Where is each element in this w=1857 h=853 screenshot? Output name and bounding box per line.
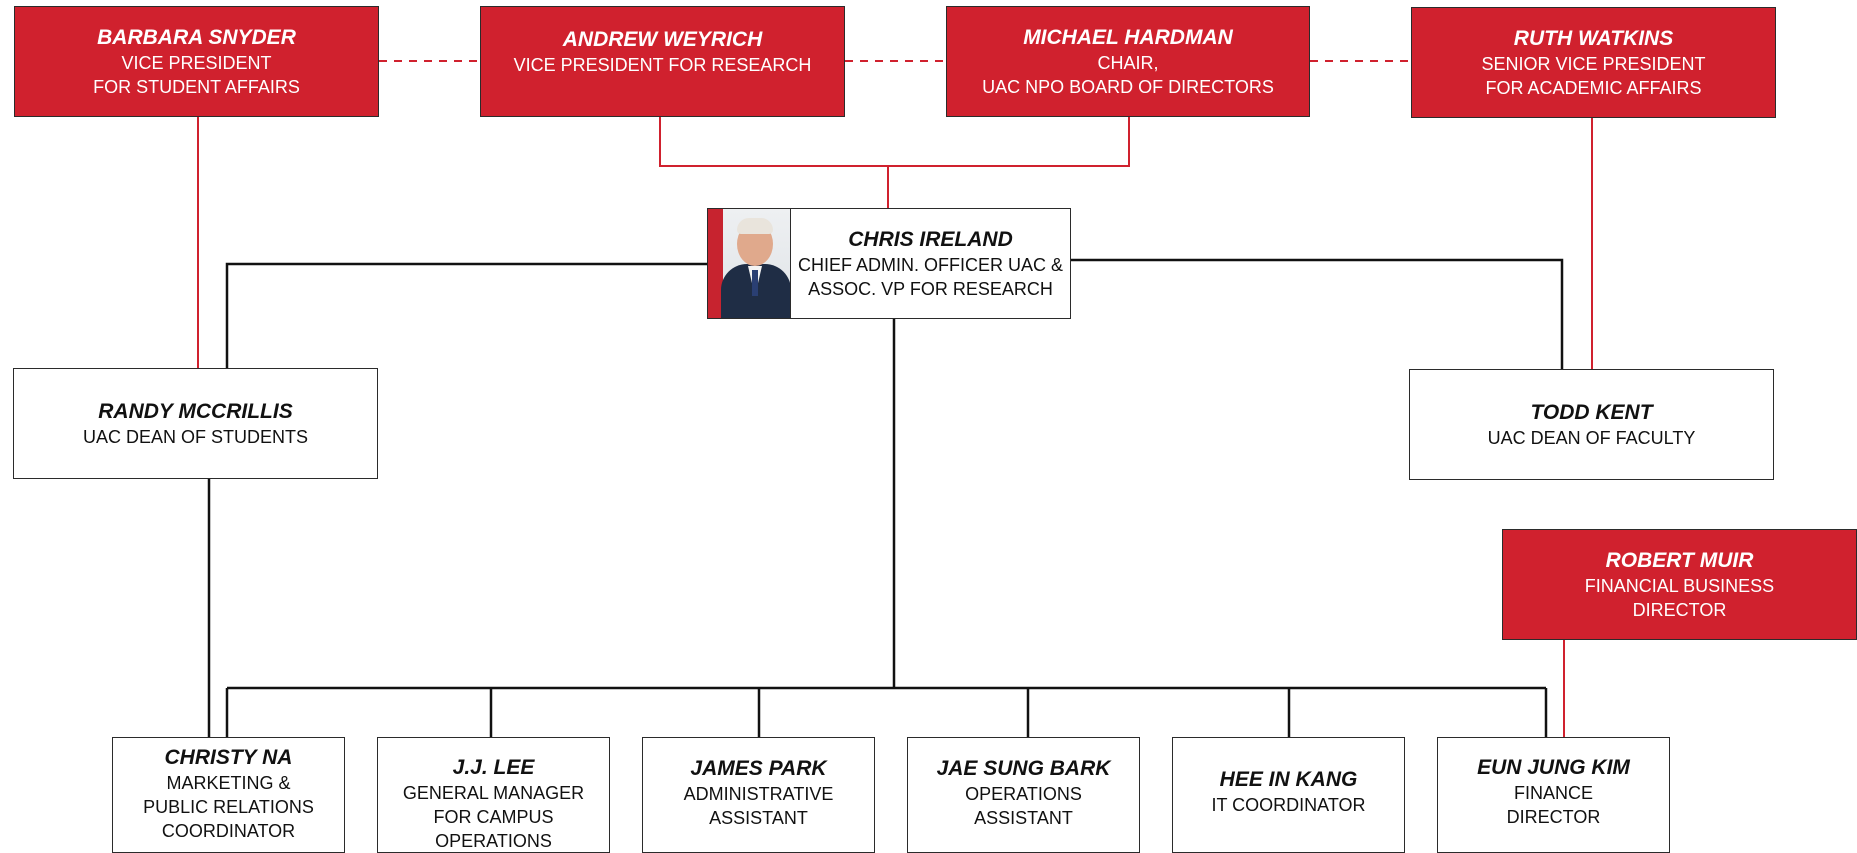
person-name: HEE IN KANG (1219, 768, 1358, 791)
node-todd-kent: TODD KENT UAC DEAN OF FACULTY (1409, 369, 1774, 480)
node-christy-na: CHRISTY NA MARKETING & PUBLIC RELATIONS … (112, 737, 345, 853)
chris-ireland-photo-frame (707, 208, 1071, 319)
person-role: MARKETING & PUBLIC RELATIONS COORDINATOR (143, 773, 314, 841)
person-role: FINANCIAL BUSINESS DIRECTOR (1584, 575, 1775, 620)
chris-ireland-photo (707, 208, 790, 319)
node-eun-jung-kim: EUN JUNG KIM FINANCE DIRECTOR (1437, 737, 1670, 853)
person-name: JAE SUNG BARK (936, 757, 1111, 780)
connector-ireland-to-mccrillis (225, 262, 707, 368)
node-andrew-weyrich: ANDREW WEYRICH VICE PRESIDENT FOR RESEAR… (480, 6, 845, 117)
connector-ireland-to-kent (1071, 258, 1564, 369)
person-name: RUTH WATKINS (1513, 26, 1674, 50)
person-name: EUN JUNG KIM (1477, 756, 1630, 779)
person-role: OPERATIONS ASSISTANT (965, 784, 1082, 828)
person-role: UAC DEAN OF FACULTY (1487, 427, 1696, 448)
person-name: RANDY MCCRILLIS (98, 399, 293, 423)
person-name: CHRISTY NA (164, 746, 293, 769)
node-jae-sung-bark: JAE SUNG BARK OPERATIONS ASSISTANT (907, 737, 1140, 853)
person-role: IT COORDINATOR (1211, 795, 1366, 815)
person-name: TODD KENT (1530, 400, 1653, 424)
node-robert-muir: ROBERT MUIR FINANCIAL BUSINESS DIRECTOR (1502, 529, 1857, 640)
person-role: VICE PRESIDENT FOR STUDENT AFFAIRS (93, 52, 300, 97)
person-role: VICE PRESIDENT FOR RESEARCH (513, 55, 812, 75)
person-role: CHAIR, UAC NPO BOARD OF DIRECTORS (982, 52, 1274, 97)
person-role: FINANCE DIRECTOR (1506, 783, 1601, 827)
person-name: MICHAEL HARDMAN (1023, 25, 1233, 49)
person-name: JAMES PARK (690, 757, 827, 780)
node-jj-lee: J.J. LEE GENERAL MANAGER FOR CAMPUS OPER… (377, 737, 610, 853)
person-name: CHRIS IRELAND (848, 227, 1013, 251)
node-james-park: JAMES PARK ADMINISTRATIVE ASSISTANT (642, 737, 875, 853)
node-hee-in-kang: HEE IN KANG IT COORDINATOR (1172, 737, 1405, 853)
person-role: CHIEF ADMIN. OFFICER UAC & ASSOC. VP FOR… (797, 254, 1064, 299)
person-name: BARBARA SNYDER (97, 25, 296, 49)
person-role: UAC DEAN OF STUDENTS (82, 426, 309, 447)
node-randy-mccrillis: RANDY MCCRILLIS UAC DEAN OF STUDENTS (13, 368, 378, 479)
node-michael-hardman: MICHAEL HARDMAN CHAIR, UAC NPO BOARD OF … (946, 6, 1310, 117)
person-name: ROBERT MUIR (1605, 548, 1754, 572)
person-name: ANDREW WEYRICH (562, 28, 763, 51)
node-chris-ireland: CHRIS IRELAND CHIEF ADMIN. OFFICER UAC &… (790, 208, 1071, 319)
node-barbara-snyder: BARBARA SNYDER VICE PRESIDENT FOR STUDEN… (14, 6, 379, 117)
person-role: ADMINISTRATIVE ASSISTANT (683, 784, 834, 828)
connector-weyrich-hardman-to-ireland (659, 117, 1130, 167)
person-name: J.J. LEE (452, 756, 535, 779)
node-ruth-watkins: RUTH WATKINS SENIOR VICE PRESIDENT FOR A… (1411, 7, 1776, 118)
person-role: SENIOR VICE PRESIDENT FOR ACADEMIC AFFAI… (1481, 53, 1706, 98)
person-role: GENERAL MANAGER FOR CAMPUS OPERATIONS (402, 783, 585, 851)
